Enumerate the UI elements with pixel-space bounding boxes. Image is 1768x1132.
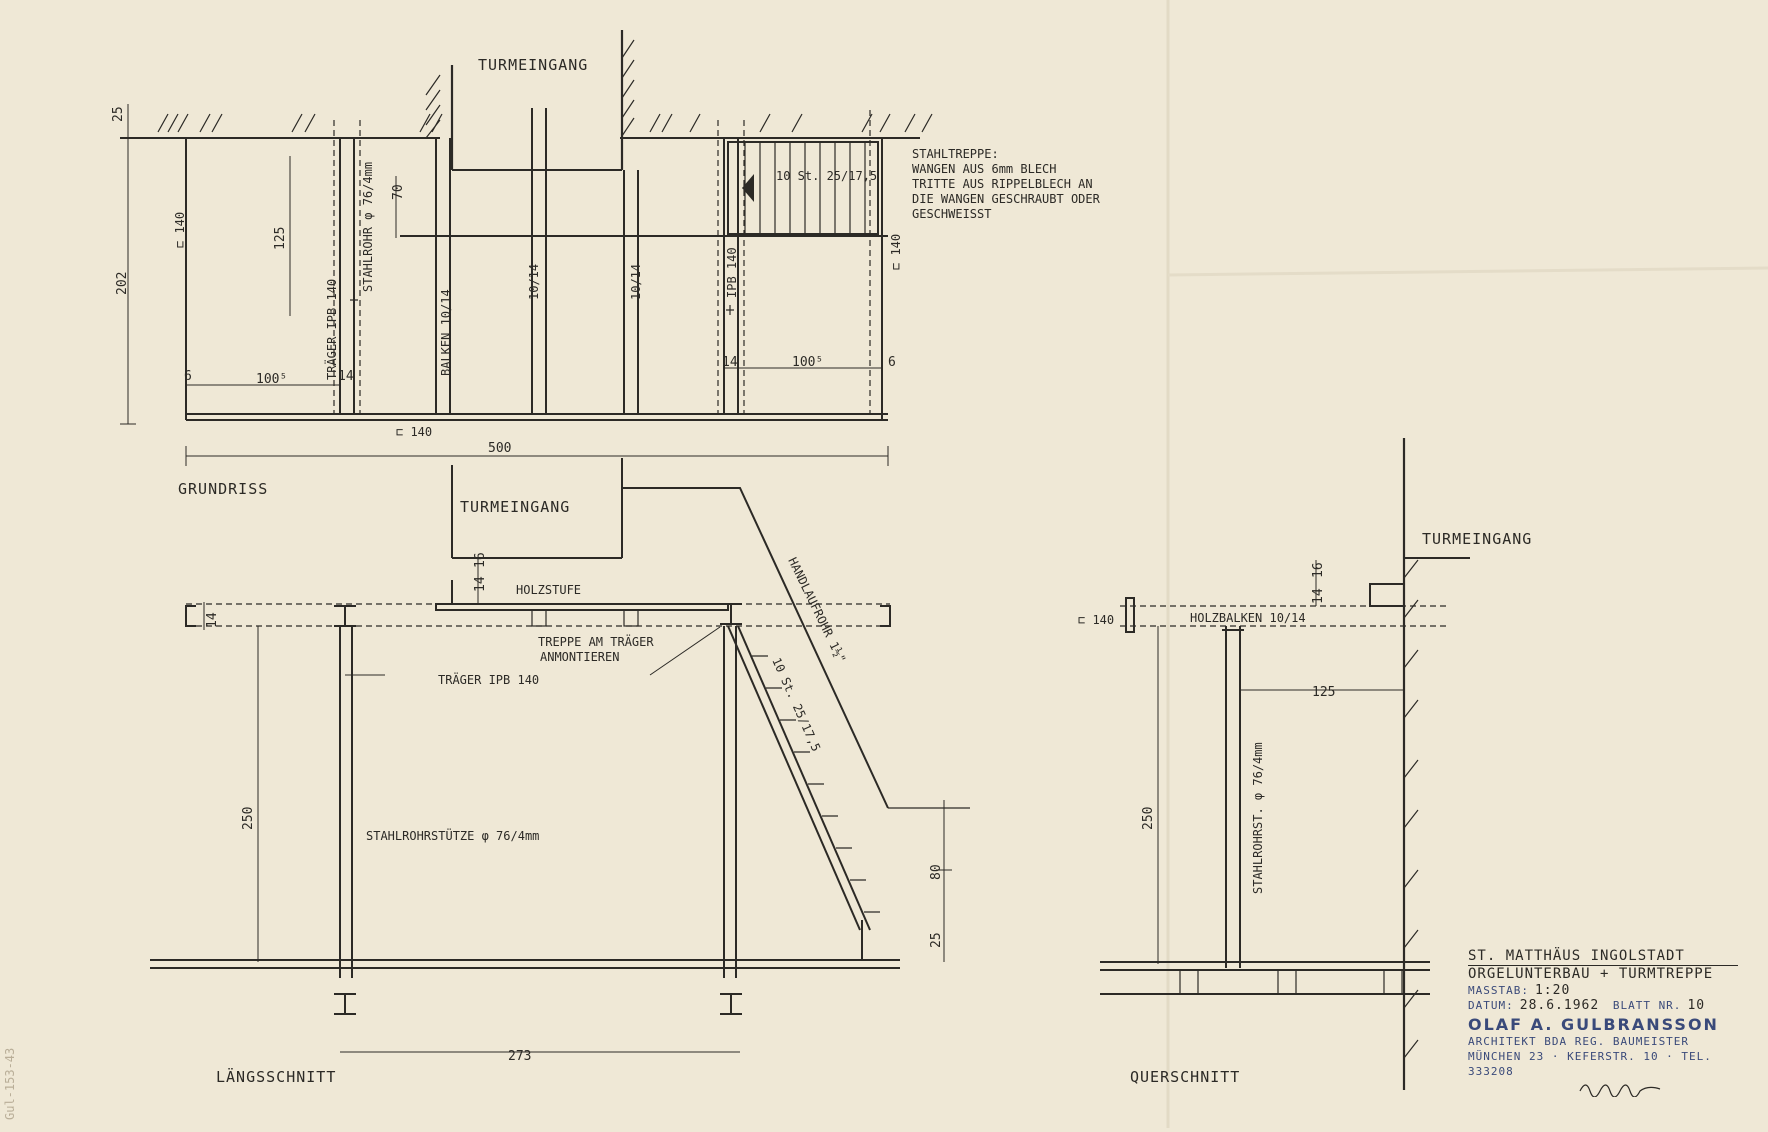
- cross-dim-14: 14: [1311, 588, 1326, 604]
- title-block: ST. MATTHÄUS INGOLSTADT ORGELUNTERBAU + …: [1468, 948, 1738, 1101]
- mount-note: TREPPE AM TRÄGER: [538, 634, 654, 649]
- sheet-label: BLATT NR.: [1612, 999, 1682, 1012]
- long-title: LÄNGSSCHNITT: [216, 1067, 336, 1086]
- long-entrance-label: TURMEINGANG: [460, 498, 570, 516]
- date-label: DATUM:: [1468, 999, 1514, 1012]
- cross-title: QUERSCHNITT: [1130, 1068, 1240, 1086]
- plan-dim-202: 202: [115, 272, 130, 295]
- plan-dim-500: 500: [488, 441, 511, 456]
- cross-entrance-label: TURMEINGANG: [1422, 530, 1532, 548]
- plan-channel-left: ⊏ 140: [173, 212, 187, 248]
- plan-title: GRUNDRISS: [178, 480, 268, 498]
- stair-note-line: WANGEN AUS 6mm BLECH: [912, 162, 1057, 176]
- plan-dim-6a: 6: [184, 369, 192, 384]
- cross-section: TURMEINGANG ⊏ 140 HOLZBALKEN 10/14 STAHL…: [1078, 438, 1532, 1090]
- stair-note-line: GESCHWEISST: [912, 207, 991, 221]
- stair-note-line: DIE WANGEN GESCHRAUBT ODER: [912, 192, 1101, 206]
- long-dim-273: 273: [508, 1049, 531, 1064]
- paper-fold: [1167, 266, 1768, 277]
- plan-joist-right: 10/14: [629, 264, 643, 300]
- long-dim-250: 250: [241, 807, 256, 830]
- cross-beam: HOLZBALKEN 10/14: [1190, 611, 1306, 625]
- plan-dim-1005a: 100⁵: [256, 372, 287, 387]
- plan-dim-25: 25: [111, 106, 126, 122]
- plan-dim-125: 125: [273, 227, 288, 250]
- project-subtitle: ORGELUNTERBAU + TURMTREPPE: [1468, 965, 1738, 983]
- handrail-label: HANDLAUFROHR 1½": [785, 555, 848, 665]
- plan-balken: BALKEN 10/14: [439, 289, 453, 376]
- long-dim-16: 16: [473, 552, 488, 568]
- project-title: ST. MATTHÄUS INGOLSTADT: [1468, 948, 1685, 964]
- archive-margin-note: Gul-153-43: [3, 1048, 17, 1120]
- architect-subtitle: ARCHITEKT BDA REG. BAUMEISTER: [1468, 1035, 1690, 1048]
- architect-address: MÜNCHEN 23 · KEFERSTR. 10 · TEL. 333208: [1468, 1050, 1712, 1078]
- date-row: DATUM: 28.6.1962 BLATT NR. 10: [1468, 998, 1738, 1013]
- mount-note: ANMONTIEREN: [540, 650, 619, 664]
- cross-dim-250: 250: [1141, 807, 1156, 830]
- plan-dim-14b: 14: [722, 355, 738, 370]
- longitudinal-section: TURMEINGANG HOLZSTUFE TREPPE AM TRÄGER A…: [150, 458, 970, 1086]
- long-column-label: STAHLROHRSTÜTZE φ 76/4mm: [366, 827, 539, 843]
- long-dim-14: 14: [473, 576, 488, 592]
- plan-dim-1005b: 100⁵: [792, 355, 823, 370]
- stair-note-line: STAHLTREPPE:: [912, 147, 999, 161]
- holzstufe-label: HOLZSTUFE: [516, 583, 581, 597]
- plan-tube: STAHLROHR φ 76/4mm: [361, 162, 375, 292]
- plan-view: 25 202 125 70 6 100⁵ 14 14 100⁵ 6 500 TU…: [111, 30, 1101, 498]
- plan-beam-left: TRÄGER IPB 140: [324, 279, 339, 380]
- plan-ipb-right: IPB 140: [725, 247, 739, 298]
- architect-name: OLAF A. GULBRANSSON: [1468, 1015, 1719, 1034]
- scale-row: MASSTAB: 1:20: [1468, 983, 1738, 998]
- stair-note-line: TRITTE AUS RIPPELBLECH AN: [912, 177, 1093, 191]
- plan-joist-mid: 10/14: [527, 264, 541, 300]
- plan-stair-steps: 10 St. 25/17,5: [776, 169, 877, 183]
- plan-dim-14a: 14: [338, 369, 354, 384]
- plan-entrance-label: TURMEINGANG: [478, 56, 588, 74]
- long-beam-label: TRÄGER IPB 140: [438, 672, 539, 687]
- plan-channel-bottom: ⊏ 140: [396, 425, 432, 439]
- date-value: 28.6.1962: [1519, 998, 1600, 1013]
- plan-dim-6b: 6: [888, 355, 896, 370]
- plan-channel-right: ⊏ 140: [889, 234, 903, 270]
- plan-dim-70: 70: [391, 184, 406, 200]
- cross-channel: ⊏ 140: [1078, 613, 1114, 627]
- scale-value: 1:20: [1534, 983, 1571, 998]
- cross-dim-16: 16: [1311, 562, 1326, 578]
- scale-label: MASSTAB:: [1468, 984, 1529, 997]
- sheet-value: 10: [1687, 998, 1706, 1013]
- cross-column: STAHLROHRST. φ 76/4mm: [1251, 742, 1265, 894]
- long-dim-14b: 14: [205, 612, 220, 628]
- long-dim-80: 80: [929, 864, 944, 880]
- signature: [1579, 1084, 1661, 1098]
- long-dim-25: 25: [929, 932, 944, 948]
- cross-dim-125: 125: [1312, 685, 1335, 700]
